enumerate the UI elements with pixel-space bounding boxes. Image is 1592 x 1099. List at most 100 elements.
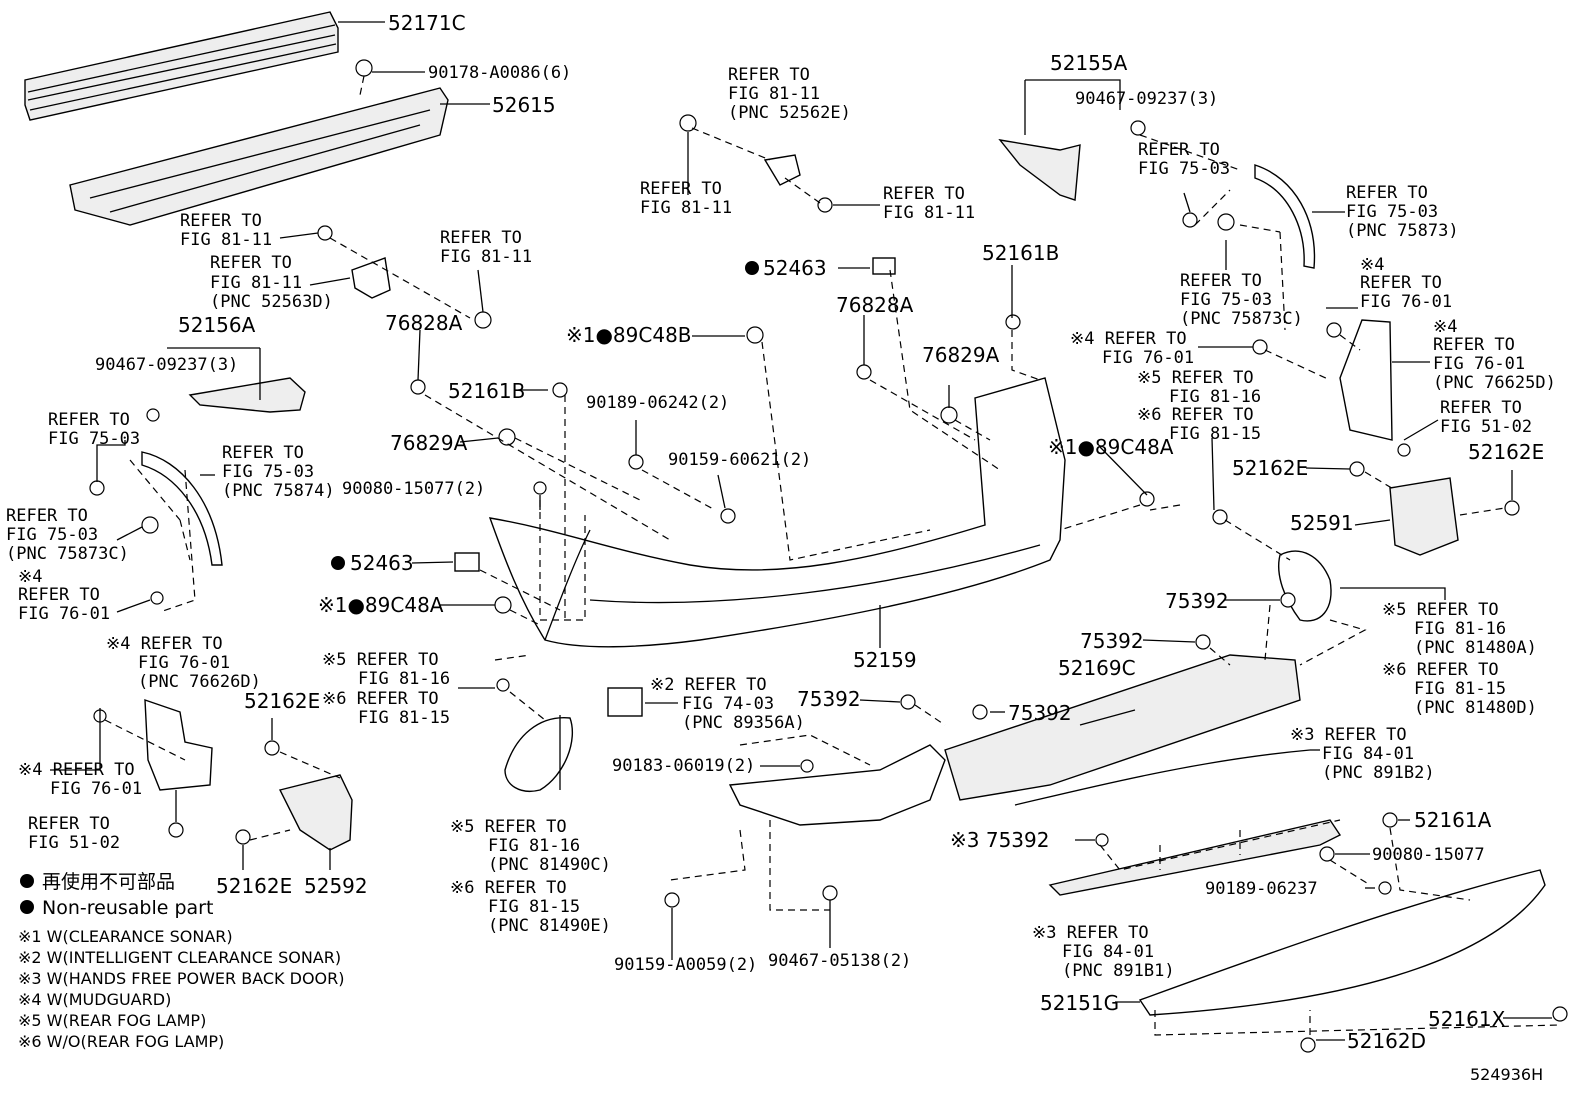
fog-lamp-left: [504, 717, 574, 792]
label-rrefer7503-b1: REFER TO: [1346, 183, 1428, 203]
label-rrefer7601-a1: REFER TO: [1360, 273, 1442, 293]
label-refer7503-b1: REFER TO: [222, 443, 304, 463]
bracket-52562E: [763, 154, 801, 186]
label-rrefer7601-a0: ※4: [1360, 255, 1384, 275]
label-52162D: 52162D: [1347, 1029, 1426, 1053]
legend-note-6: ※6 W/O(REAR FOG LAMP): [18, 1032, 224, 1051]
label-refer8116-l1: ※5 REFER TO: [322, 650, 439, 670]
label-top-refer2: FIG 81-11: [728, 84, 820, 104]
label-refer7503-b3: (PNC 75874): [222, 481, 335, 501]
label-rrefer7601-b1: ※4 REFER TO: [1070, 329, 1187, 349]
label-rrefer8116-b3: (PNC 81480A): [1414, 638, 1537, 658]
label-89C48A-l: ※1●89C48A: [318, 593, 444, 617]
label-52162E-l1: 52162E: [244, 689, 320, 713]
mudguard-left: [144, 699, 213, 791]
label-rrefer7601-c2: FIG 76-01: [1433, 354, 1525, 374]
label-rrefer7601-c0: ※4: [1433, 317, 1457, 337]
legend-dot-jp: [20, 874, 34, 888]
label-refer-a1: REFER TO: [180, 211, 262, 231]
fasteners: [89, 59, 1568, 1053]
label-rrefer8116-1: ※5 REFER TO: [1137, 368, 1254, 388]
label-refer-c1: REFER TO: [440, 228, 522, 248]
legend-en: Non-reusable part: [42, 897, 213, 919]
label-refer7601-b1: ※4 REFER TO: [106, 634, 223, 654]
label-75392-1: 75392: [1165, 589, 1229, 613]
label-refer-b1: REFER TO: [210, 253, 292, 273]
lower-panel-52169C: [944, 654, 1301, 801]
label-52591: 52591: [1290, 511, 1354, 535]
label-76829A-r: 76829A: [922, 343, 1000, 367]
label-refer7601-a1: REFER TO: [18, 585, 100, 605]
label-top-refer-r2: FIG 81-11: [883, 203, 975, 223]
label-top-refer-l2: FIG 81-11: [640, 198, 732, 218]
label-52171C: 52171C: [388, 11, 466, 35]
label-refer5102-a2: FIG 51-02: [28, 833, 120, 853]
arch-moulding-right: [1254, 164, 1316, 269]
label-refer8401-a1: ※3 REFER TO: [1290, 725, 1407, 745]
label-refer7403-3: (PNC 89356A): [682, 713, 805, 733]
legend: 再使用不可部品 Non-reusable part ※1 W(CLEARANCE…: [18, 871, 345, 1051]
arch-moulding-left: [141, 451, 223, 566]
diagram-id: 524936H: [1470, 1065, 1543, 1084]
label-refer7601-c1: ※4 REFER TO: [18, 760, 135, 780]
legend-note-2: ※2 W(INTELLIGENT CLEARANCE SONAR): [18, 948, 341, 967]
label-refer-c2: FIG 81-11: [440, 247, 532, 267]
label-refer8401-b3: (PNC 891B1): [1062, 961, 1175, 981]
bracket-52591: [1389, 477, 1459, 556]
label-refer7601-b2: FIG 76-01: [138, 653, 230, 673]
label-refer7601-a0: ※4: [18, 567, 42, 587]
label-76828A-l: 76828A: [385, 311, 463, 335]
label-rrefer8115-2: FIG 81-15: [1169, 424, 1261, 444]
bracket-52563D: [351, 257, 391, 299]
label-refer7601-a2: FIG 76-01: [18, 604, 110, 624]
label-rrefer7503-a1: REFER TO: [1138, 140, 1220, 160]
label-rrefer5102-1: REFER TO: [1440, 398, 1522, 418]
label-rrefer7601-a2: FIG 76-01: [1360, 292, 1452, 312]
label-52162E-r2: 52162E: [1468, 440, 1544, 464]
label-89C48B: ※1●89C48B: [566, 323, 692, 347]
label-rrefer7503-b2: FIG 75-03: [1346, 202, 1438, 222]
label-89C48A-r: ※1●89C48A: [1048, 435, 1174, 459]
label-refer7503-c1: REFER TO: [6, 506, 88, 526]
label-refer8401-b2: FIG 84-01: [1062, 942, 1154, 962]
label-90183: 90183-06019(2): [612, 756, 755, 776]
label-52161B-r: 52161B: [982, 241, 1059, 265]
label-rrefer8115-b2: FIG 81-15: [1414, 679, 1506, 699]
bumper-cover-52159: [488, 377, 1066, 648]
label-90080-r: 90080-15077: [1372, 845, 1485, 865]
label-75392-3: 75392: [797, 687, 861, 711]
label-top-refer-r1: REFER TO: [883, 184, 965, 204]
label-rrefer7503-b3: (PNC 75873): [1346, 221, 1459, 241]
label-52161X: 52161X: [1428, 1007, 1506, 1031]
label-fog-refer8115-3: (PNC 81490E): [488, 916, 611, 936]
sensor-harness: [1014, 749, 1311, 806]
label-52463-top: 52463: [763, 256, 827, 280]
label-52162E-r1: 52162E: [1232, 456, 1308, 480]
label-refer7503-a1: REFER TO: [48, 410, 130, 430]
label-52161B-l: 52161B: [448, 379, 525, 403]
label-refer7503-a2: FIG 75-03: [48, 429, 140, 449]
label-52159: 52159: [853, 648, 917, 672]
label-fog-refer8116-2: FIG 81-16: [488, 836, 580, 856]
bracket-52592: [278, 774, 353, 851]
fog-lamp-right: [1278, 550, 1332, 622]
label-75392-4: 75392: [1008, 701, 1072, 725]
skid-plate-52151G: [1138, 869, 1546, 1016]
label-refer5102-a1: REFER TO: [28, 814, 110, 834]
label-90189: 90189-06242(2): [586, 393, 729, 413]
label-rrefer7503-a2: FIG 75-03: [1138, 159, 1230, 179]
label-refer7601-c2: FIG 76-01: [50, 779, 142, 799]
label-refer8401-b1: ※3 REFER TO: [1032, 923, 1149, 943]
non-reusable-dot: [745, 261, 759, 275]
label-refer7403-1: ※2 REFER TO: [650, 675, 767, 695]
legend-jp: 再使用不可部品: [42, 871, 175, 893]
label-rrefer7601-b2: FIG 76-01: [1102, 348, 1194, 368]
label-refer-b2: FIG 81-11: [210, 273, 302, 293]
label-rrefer8116-b2: FIG 81-16: [1414, 619, 1506, 639]
label-refer8401-a3: (PNC 891B2): [1322, 763, 1435, 783]
label-rrefer5102-2: FIG 51-02: [1440, 417, 1532, 437]
label-90467-left: 90467-09237(3): [95, 355, 238, 375]
label-52169C: 52169C: [1058, 656, 1136, 680]
